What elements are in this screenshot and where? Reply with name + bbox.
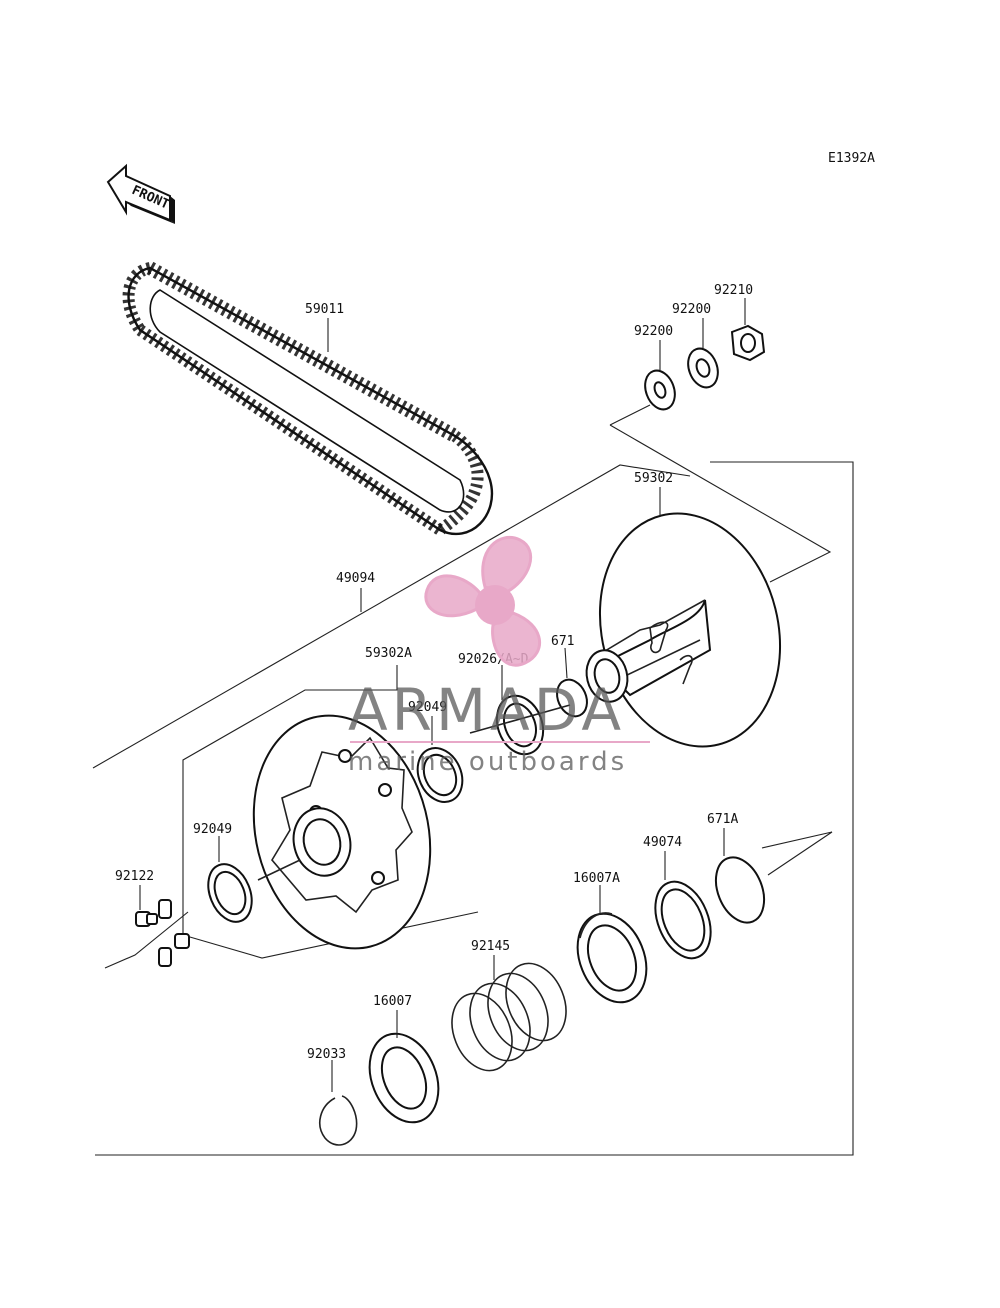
part-label-belt: 59011 [305,302,344,317]
propeller-logo-icon [424,535,541,667]
fixed-sheave [585,512,782,748]
grease-nipples [135,899,190,967]
cam [654,880,712,960]
part-label-washer-a: 92200 [634,324,673,339]
flange-nut [730,324,766,362]
part-label-nut: 92210 [714,283,753,298]
front-arrow-icon: FRONT [106,163,175,224]
part-label-fixed-sheave: 59302 [634,471,673,486]
holder [368,1032,440,1124]
part-label-holder: 16007 [373,994,412,1009]
circlip [319,1095,358,1146]
part-label-grease-nipple: 92122 [115,869,154,884]
washer-a [644,369,676,411]
part-label-oil-seal-lower: 92049 [193,822,232,837]
part-label-movable-sheave: 59302A [365,646,412,661]
watermark: ARMADA marine outboards [348,535,650,777]
oil-seal-lower [207,863,253,923]
watermark-brand: ARMADA [348,676,625,744]
o-ring-b [714,856,766,924]
part-label-pulley-assy: 49094 [336,571,375,586]
holder-a [576,912,648,1004]
part-label-washer-b: 92200 [672,302,711,317]
movable-sheave [252,704,571,950]
diagram-code: E1392A [828,151,875,166]
part-label-holder-a: 16007A [573,871,620,886]
part-label-o-ring: 671 [551,634,574,649]
washer-b [687,347,719,389]
part-label-oil-seal-upper: 92049 [408,700,447,715]
oil-seal-upper [416,747,464,803]
part-label-circlip: 92033 [307,1047,346,1062]
drive-belt [122,261,493,536]
part-label-o-ring-b: 671A [707,812,738,827]
part-label-cam: 49074 [643,835,682,850]
shim [495,694,545,756]
spring [451,962,567,1072]
part-label-spring: 92145 [471,939,510,954]
watermark-tagline: marine outboards [348,747,627,777]
